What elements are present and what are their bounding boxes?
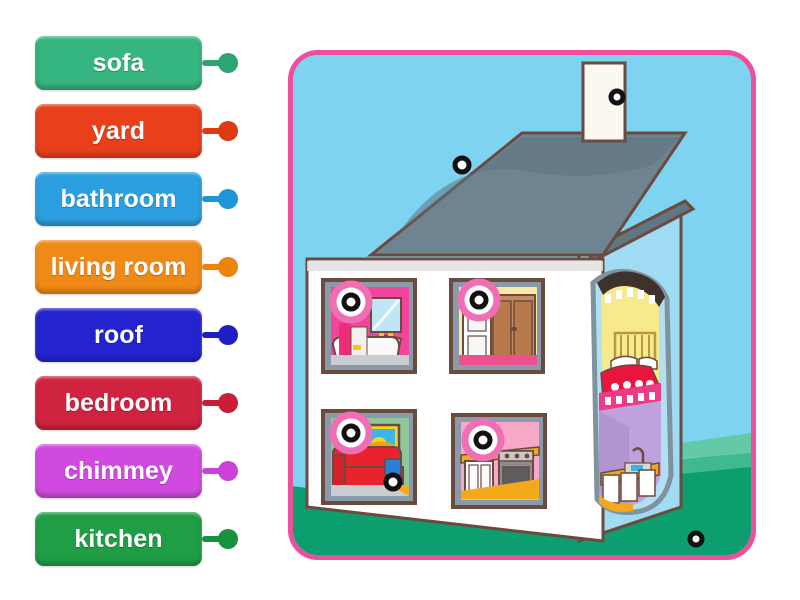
- label-chip-yard[interactable]: yard: [35, 104, 202, 158]
- label-chip-sofa[interactable]: sofa: [35, 36, 202, 90]
- label-connector-dot[interactable]: [218, 121, 238, 141]
- yard-target[interactable]: [687, 530, 705, 548]
- label-connector-stem: [202, 128, 226, 134]
- label-chip-bathroom[interactable]: bathroom: [35, 172, 202, 226]
- label-chip-text: roof: [94, 320, 143, 349]
- roof-target[interactable]: [452, 155, 472, 175]
- label-chip-roof[interactable]: roof: [35, 308, 202, 362]
- label-connector-dot[interactable]: [218, 257, 238, 277]
- label-connector-dot[interactable]: [218, 461, 238, 481]
- label-connector-stem: [202, 332, 226, 338]
- label-chip-row: kitchen: [35, 512, 245, 566]
- house-illustration: [293, 55, 751, 555]
- label-chip-row: chimmey: [35, 444, 245, 498]
- label-connector-dot[interactable]: [218, 325, 238, 345]
- label-chip-list: sofa yard bathroom living room roof bedroom ch…: [0, 0, 250, 600]
- label-chip-row: sofa: [35, 36, 245, 90]
- label-chip-text: yard: [91, 116, 146, 145]
- label-connector-stem: [202, 536, 226, 542]
- kitchen-target[interactable]: [473, 430, 493, 450]
- label-chip-text: chimmey: [63, 456, 174, 485]
- label-connector-dot[interactable]: [218, 393, 238, 413]
- bedroom-target[interactable]: [469, 290, 489, 310]
- label-chip-chimmey[interactable]: chimmey: [35, 444, 202, 498]
- label-connector-stem: [202, 400, 226, 406]
- label-connector-stem: [202, 196, 226, 202]
- label-connector-dot[interactable]: [218, 189, 238, 209]
- living-room-target[interactable]: [341, 423, 361, 443]
- label-chip-row: roof: [35, 308, 245, 362]
- label-chip-text: bedroom: [64, 388, 173, 417]
- label-connector-stem: [202, 60, 226, 66]
- label-chip-text: bathroom: [60, 184, 177, 213]
- label-chip-text: sofa: [92, 48, 145, 77]
- label-chip-row: living room: [35, 240, 245, 294]
- chimney-target[interactable]: [608, 88, 626, 106]
- label-chip-text: living room: [50, 252, 187, 281]
- label-chip-row: bathroom: [35, 172, 245, 226]
- label-chip-row: yard: [35, 104, 245, 158]
- label-connector-stem: [202, 264, 226, 270]
- bathroom-target[interactable]: [341, 292, 361, 312]
- sofa-target[interactable]: [383, 472, 403, 492]
- label-connector-dot[interactable]: [218, 529, 238, 549]
- label-connector-dot[interactable]: [218, 53, 238, 73]
- diagram-frame: [288, 50, 756, 560]
- label-chip-text: kitchen: [74, 524, 163, 553]
- label-chip-row: bedroom: [35, 376, 245, 430]
- label-chip-living-room[interactable]: living room: [35, 240, 202, 294]
- label-chip-kitchen[interactable]: kitchen: [35, 512, 202, 566]
- label-connector-stem: [202, 468, 226, 474]
- label-chip-bedroom[interactable]: bedroom: [35, 376, 202, 430]
